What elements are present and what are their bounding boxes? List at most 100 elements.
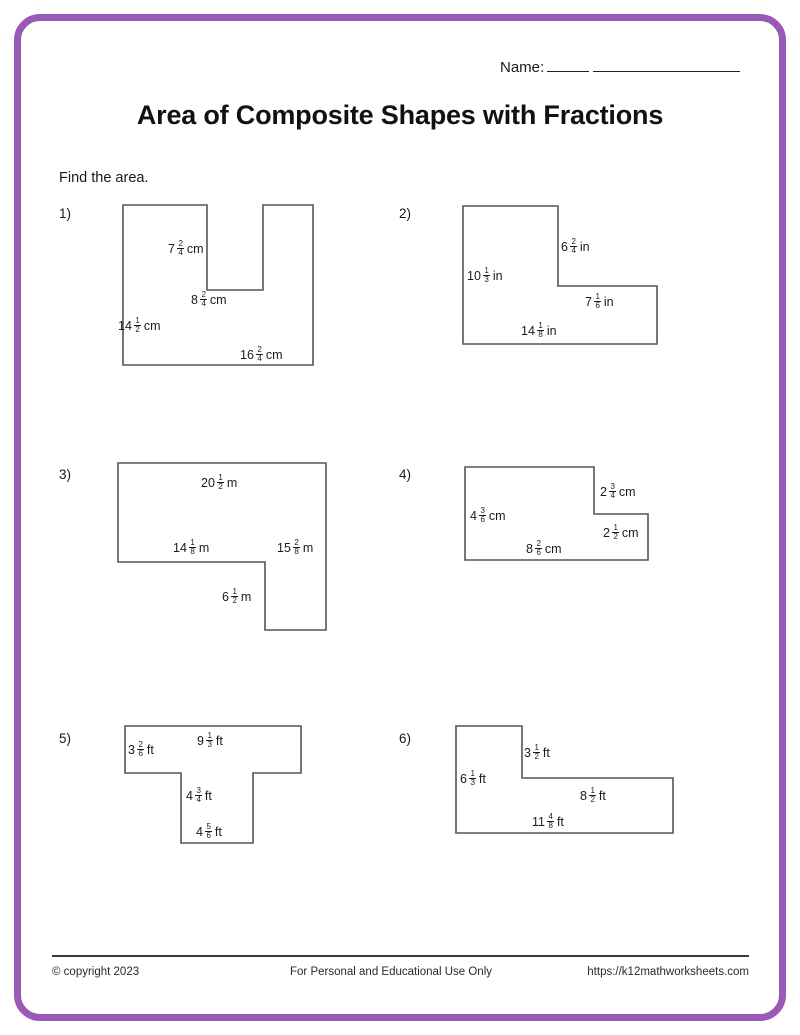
fraction-denominator: 2 bbox=[533, 751, 540, 761]
problem-number-3: 3) bbox=[59, 467, 72, 482]
fraction: 1 2 bbox=[612, 523, 619, 542]
fraction-numerator: 4 bbox=[548, 811, 553, 821]
shape-1-outline bbox=[122, 204, 314, 366]
fraction-numerator: 1 bbox=[595, 291, 600, 301]
label-whole: 7 bbox=[168, 241, 175, 256]
label-whole: 8 bbox=[526, 541, 533, 556]
label-whole: 10 bbox=[467, 268, 481, 283]
footer-usage-note: For Personal and Educational Use Only bbox=[290, 966, 492, 978]
label-unit: ft bbox=[478, 771, 486, 786]
fraction-numerator: 3 bbox=[196, 785, 201, 795]
problem-1-label-notch-width: 8 2 4 cm bbox=[191, 290, 227, 309]
fraction-numerator: 3 bbox=[480, 505, 485, 515]
label-whole: 6 bbox=[460, 771, 467, 786]
fraction: 2 6 bbox=[535, 538, 542, 558]
label-unit: m bbox=[226, 475, 238, 490]
fraction-numerator: 1 bbox=[538, 320, 543, 330]
fraction-denominator: 4 bbox=[570, 245, 577, 255]
problem-5-label-left-height: 3 2 6 ft bbox=[128, 740, 154, 759]
fraction-numerator: 1 bbox=[590, 785, 595, 795]
fraction-denominator: 8 bbox=[547, 820, 554, 830]
problem-2-label-right-width: 7 1 6 in bbox=[585, 291, 614, 311]
label-unit: cm bbox=[265, 347, 283, 362]
problem-5-label-stem-width: 4 5 6 ft bbox=[196, 822, 222, 841]
fraction-denominator: 2 bbox=[134, 324, 141, 334]
fraction: 2 8 bbox=[293, 537, 300, 557]
fraction: 1 2 bbox=[231, 586, 238, 606]
name-write-line-2[interactable] bbox=[593, 58, 740, 72]
fraction-denominator: 3 bbox=[206, 739, 213, 749]
fraction-numerator: 2 bbox=[536, 538, 541, 548]
label-whole: 7 bbox=[585, 294, 592, 309]
fraction-denominator: 3 bbox=[469, 777, 476, 787]
label-whole: 4 bbox=[186, 788, 193, 803]
problem-number-2: 2) bbox=[399, 206, 412, 221]
problem-number-4: 4) bbox=[399, 467, 412, 482]
label-whole: 4 bbox=[470, 508, 477, 523]
problem-3-label-inner-height: 6 1 2 m bbox=[222, 586, 252, 606]
fraction-numerator: 1 bbox=[232, 586, 237, 596]
fraction: 1 6 bbox=[594, 291, 601, 311]
fraction-numerator: 3 bbox=[610, 481, 615, 491]
fraction-denominator: 8 bbox=[537, 329, 544, 339]
label-whole: 6 bbox=[222, 589, 229, 604]
fraction-denominator: 6 bbox=[594, 300, 601, 310]
problem-6-label-bottom-width: 11 4 8 ft bbox=[532, 811, 564, 831]
footer-url[interactable]: https://k12mathworksheets.com bbox=[587, 966, 749, 978]
label-whole: 2 bbox=[600, 484, 607, 499]
fraction: 1 2 bbox=[217, 473, 224, 492]
problem-1-label-left-height: 14 1 2 cm bbox=[118, 316, 161, 335]
page-title: Area of Composite Shapes with Fractions bbox=[136, 100, 664, 130]
problem-3-label-upper-bottom-width: 14 1 8 m bbox=[173, 538, 210, 557]
problem-5-label-stem-height: 4 3 4 ft bbox=[186, 785, 212, 805]
figure-5-t-shape bbox=[124, 725, 303, 846]
fraction-denominator: 6 bbox=[137, 748, 144, 758]
fraction-numerator: 2 bbox=[294, 537, 299, 547]
fraction: 5 6 bbox=[205, 822, 212, 841]
problem-number-5: 5) bbox=[59, 731, 72, 746]
footer: © copyright 2023 For Personal and Educat… bbox=[52, 966, 749, 984]
label-unit: m bbox=[240, 589, 252, 604]
fraction-denominator: 2 bbox=[589, 794, 596, 804]
problem-1-label-notch-height: 7 2 4 cm bbox=[168, 239, 204, 258]
label-whole: 14 bbox=[173, 540, 187, 555]
shape-4-svg bbox=[464, 466, 649, 561]
fraction-numerator: 1 bbox=[534, 742, 539, 752]
figure-6-l-shape-notch bbox=[455, 725, 675, 836]
label-unit: in bbox=[603, 294, 614, 309]
name-field-row: Name: bbox=[500, 58, 740, 76]
problem-6-label-notch-height: 3 1 2 ft bbox=[524, 742, 550, 762]
problem-2-label-inner-height: 6 2 4 in bbox=[561, 237, 590, 256]
figure-3-inverted-l-shape bbox=[117, 462, 328, 633]
problem-number-1: 1) bbox=[59, 206, 72, 221]
label-whole: 3 bbox=[524, 745, 531, 760]
name-write-line-1[interactable] bbox=[547, 58, 590, 72]
fraction-denominator: 2 bbox=[612, 531, 619, 541]
fraction-numerator: 2 bbox=[257, 344, 262, 354]
problem-4-label-bottom-width: 8 2 6 cm bbox=[526, 538, 562, 558]
shape-3-svg bbox=[117, 462, 327, 631]
label-unit: m bbox=[198, 540, 210, 555]
problem-2-label-left-height: 10 1 3 in bbox=[467, 266, 503, 285]
fraction-denominator: 2 bbox=[217, 481, 224, 491]
shape-5-outline bbox=[124, 725, 302, 844]
label-unit: cm bbox=[621, 525, 639, 540]
fraction: 1 2 bbox=[589, 785, 596, 805]
label-unit: cm bbox=[544, 541, 562, 556]
fraction: 1 8 bbox=[537, 320, 544, 340]
label-whole: 4 bbox=[196, 824, 203, 839]
fraction: 3 6 bbox=[479, 505, 486, 525]
figure-1-u-shape bbox=[122, 204, 314, 370]
fraction: 1 8 bbox=[189, 538, 196, 557]
label-whole: 3 bbox=[128, 742, 135, 757]
label-unit: ft bbox=[146, 742, 154, 757]
fraction-denominator: 6 bbox=[479, 514, 486, 524]
fraction-denominator: 8 bbox=[189, 546, 196, 556]
problem-4-label-right-height: 2 1 2 cm bbox=[603, 523, 639, 542]
label-whole: 2 bbox=[603, 525, 610, 540]
fraction-numerator: 1 bbox=[207, 730, 212, 740]
fraction-denominator: 4 bbox=[256, 353, 263, 363]
name-label: Name: bbox=[500, 59, 545, 76]
